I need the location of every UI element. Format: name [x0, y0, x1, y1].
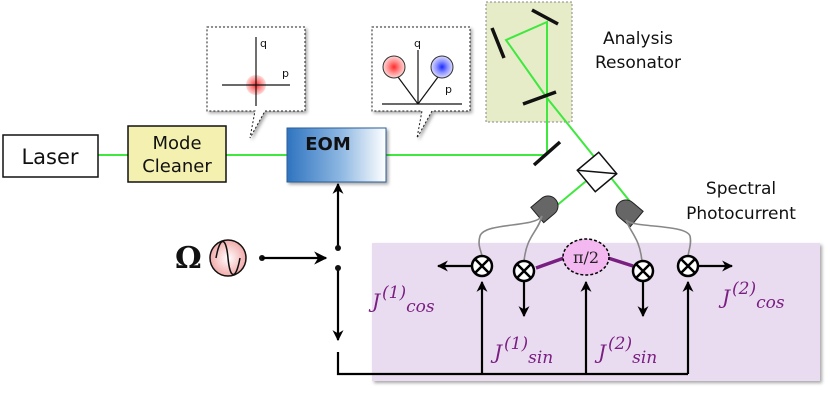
laser-box	[2, 134, 99, 178]
red-sideband-dot	[382, 55, 406, 79]
phase-shift-label: π/2	[573, 248, 599, 267]
q-axis-label-right: q	[414, 37, 421, 50]
output-arrows	[436, 260, 734, 318]
q-axis-label-left: q	[260, 37, 267, 50]
mode-cleaner-label-line2: Cleaner	[142, 156, 212, 177]
output-j1cos-label: J(1)cos	[368, 283, 435, 317]
steering-mirror	[532, 140, 562, 167]
p-axis-label-left: p	[282, 67, 289, 80]
eom-box	[286, 127, 387, 183]
phase-shifter: π/2	[562, 238, 610, 276]
analysis-resonator-box	[485, 1, 573, 123]
spectral-photocurrent-label-line2: Photocurrent	[686, 204, 796, 224]
analysis-resonator-label-line2: Resonator	[595, 53, 681, 73]
resonator-mirrors	[490, 8, 559, 106]
phase-space-callout-left: q p	[206, 26, 306, 139]
laser-label: Laser	[21, 145, 78, 169]
beam-splitter	[576, 151, 618, 193]
detector-cables	[478, 215, 692, 263]
output-j1sin-label: J(1)sin	[490, 334, 553, 368]
output-j2sin-label: J(2)sin	[594, 334, 657, 368]
photodetector-1	[530, 195, 559, 224]
mode-cleaner-label-line1: Mode	[152, 133, 201, 154]
analysis-resonator-label-line1: Analysis	[603, 29, 673, 49]
p-axis-label-right: p	[445, 83, 452, 96]
phase-space-callout-right: q p	[371, 26, 471, 139]
output-j2cos-label: J(2)cos	[718, 279, 785, 313]
mixer-j2sin	[631, 259, 655, 283]
blue-sideband-dot	[430, 55, 454, 79]
mixer-j1cos	[470, 254, 494, 278]
spectral-photocurrent-label-line1: Spectral	[706, 179, 776, 199]
mode-cleaner-box	[127, 125, 227, 183]
phase-shift-connections	[535, 256, 634, 270]
photodetector-2	[615, 199, 644, 228]
eom-label: EOM	[305, 134, 351, 155]
modulation-wiring	[262, 182, 694, 376]
mixer-j1sin	[512, 259, 536, 283]
sine-source-icon	[209, 239, 247, 277]
omega-label: Ω	[175, 241, 202, 276]
mixer-j2cos	[676, 254, 700, 278]
